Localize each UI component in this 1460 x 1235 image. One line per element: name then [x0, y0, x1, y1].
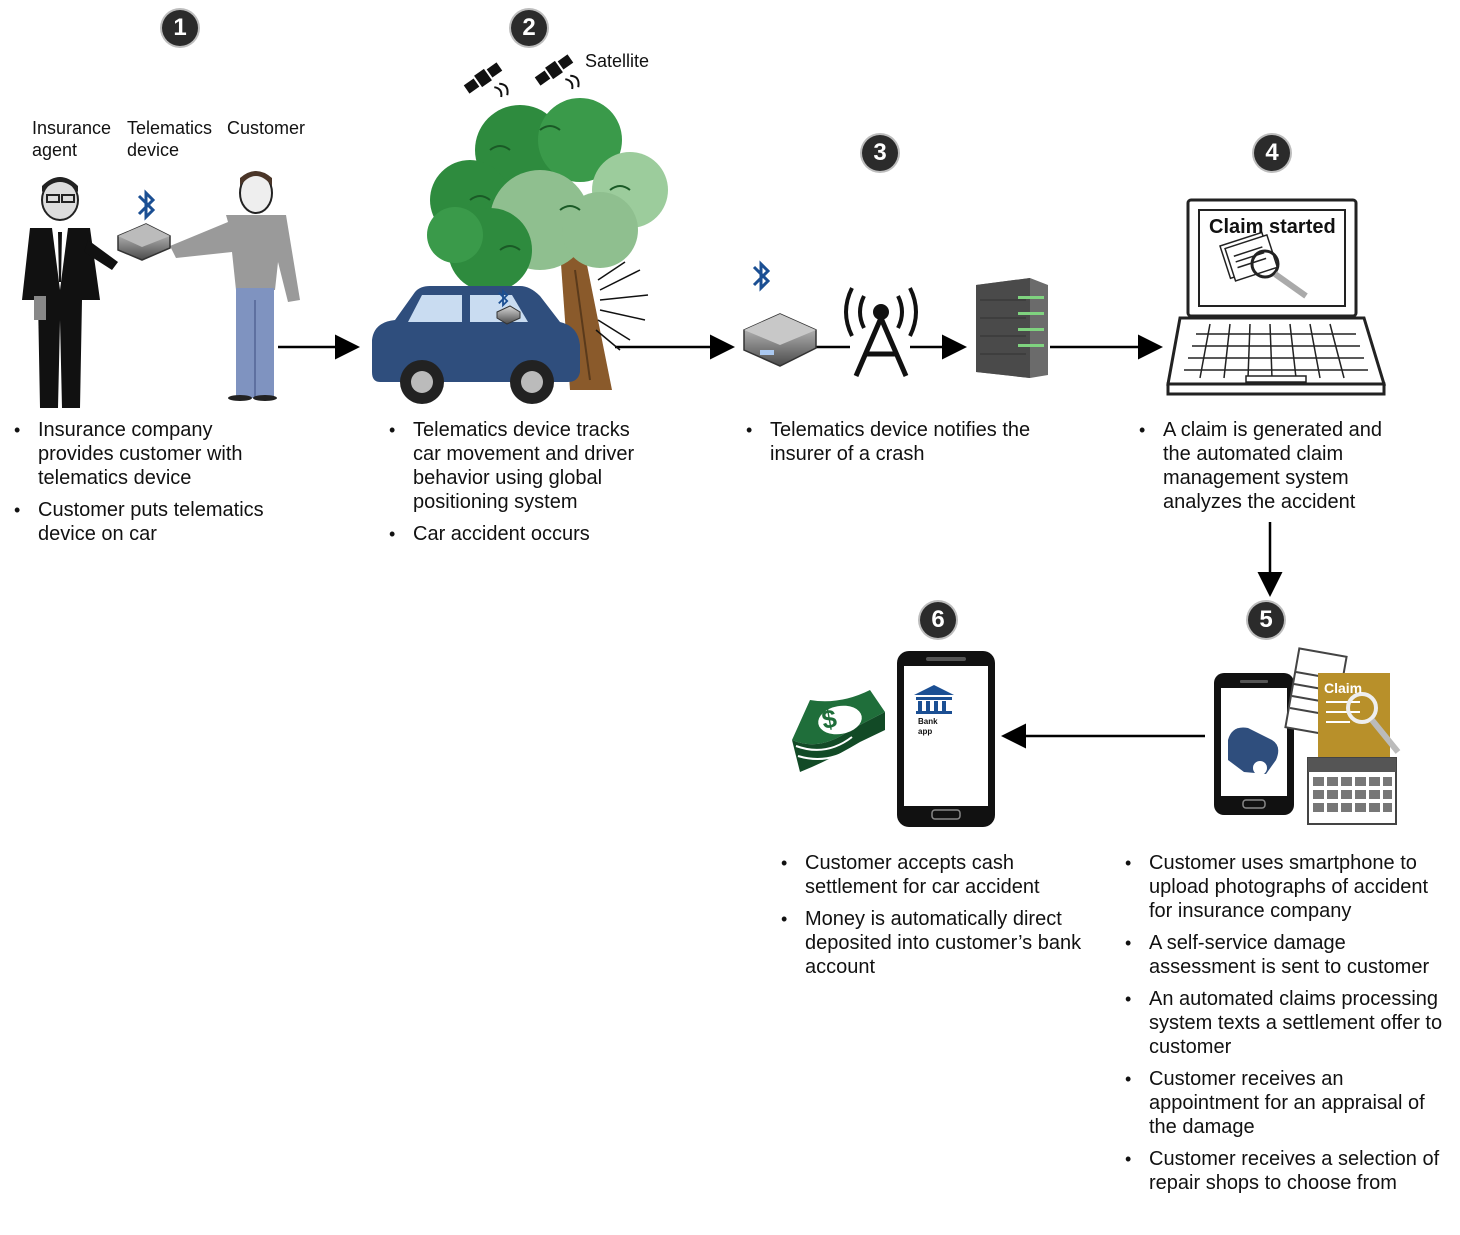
telematics-device-label: Telematics device [127, 118, 213, 160]
bank-icon [914, 685, 954, 714]
server-icon [976, 278, 1048, 378]
smartphone-icon [1214, 673, 1294, 815]
customer-label: Customer [227, 118, 306, 138]
step-6-bullets: Customer accepts cash settlement for car… [781, 851, 1091, 987]
cell-tower-icon [844, 287, 918, 377]
bluetooth-icon [498, 288, 509, 308]
step-2-bullets: Telematics device tracks car movement an… [389, 418, 659, 554]
crash-impact-lines [595, 261, 649, 351]
list-item: Customer accepts cash settlement for car… [781, 851, 1091, 899]
list-item: Customer receives a selection of repair … [1125, 1147, 1450, 1195]
claim-document-label: Claim [1324, 680, 1363, 696]
laptop-icon [1166, 198, 1387, 396]
smartphone-icon [897, 651, 995, 827]
step-badge-1: 1 [162, 10, 198, 46]
list-item: Customer puts telematics device on car [14, 498, 276, 546]
step-badge-2: 2 [511, 10, 547, 46]
bank-app-label: Bank app [918, 717, 938, 736]
step-3-bullets: Telematics device notifies the insurer o… [746, 418, 1056, 474]
satellite-label: Satellite [585, 51, 650, 71]
claim-started-screen-text: Claim started [1209, 216, 1336, 238]
step-badge-5: 5 [1248, 602, 1284, 638]
customer-figure [170, 171, 300, 401]
step-1-bullets: Insurance company provides customer with… [14, 418, 276, 554]
list-item: Telematics device notifies the insurer o… [746, 418, 1056, 466]
insurance-agent-figure [22, 177, 118, 408]
money-icon [792, 690, 885, 772]
list-item: Car accident occurs [389, 522, 659, 546]
step-4-bullets: A claim is generated and the automated c… [1139, 418, 1401, 522]
document-stack-icon [1284, 647, 1401, 757]
list-item: An automated claims processing system te… [1125, 987, 1450, 1059]
step-badge-6: 6 [920, 602, 956, 638]
satellite-icon [534, 54, 580, 90]
telematics-device-handoff [117, 223, 171, 261]
bluetooth-icon [137, 189, 156, 221]
bluetooth-icon [752, 260, 771, 292]
list-item: Customer uses smartphone to upload photo… [1125, 851, 1450, 923]
satellite-icon [463, 62, 509, 98]
tree-illustration [427, 98, 668, 390]
step-badge-4: 4 [1254, 135, 1290, 171]
calendar-icon [1307, 757, 1397, 825]
insurance-agent-label: Insurance agent [32, 118, 112, 160]
car-illustration [372, 286, 580, 404]
list-item: Customer receives an appointment for an … [1125, 1067, 1450, 1139]
step-5-bullets: Customer uses smartphone to upload photo… [1125, 851, 1450, 1203]
list-item: Telematics device tracks car movement an… [389, 418, 659, 514]
step-badge-3: 3 [862, 135, 898, 171]
list-item: A claim is generated and the automated c… [1139, 418, 1401, 514]
list-item: Insurance company provides customer with… [14, 418, 276, 490]
list-item: A self-service damage assessment is sent… [1125, 931, 1450, 979]
telematics-device-icon [743, 313, 817, 367]
flow-arrows [278, 334, 1283, 749]
list-item: Money is automatically direct deposited … [781, 907, 1091, 979]
